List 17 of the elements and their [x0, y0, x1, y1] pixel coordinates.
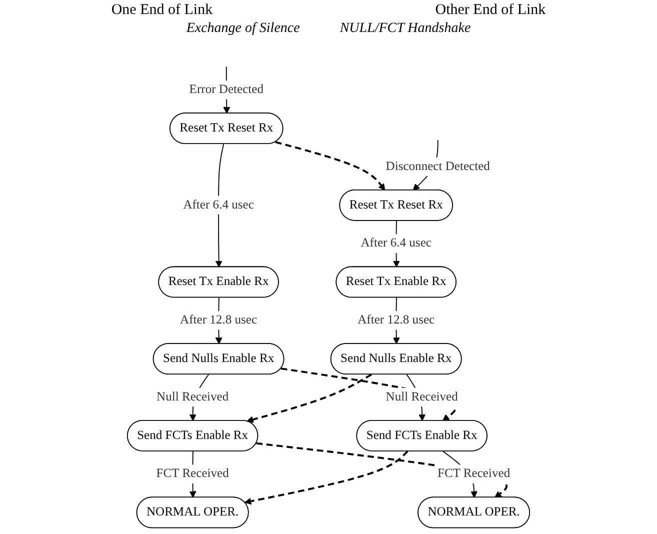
edge-label: FCT Received	[156, 466, 229, 480]
edge-label: After 12.8 usec	[180, 313, 258, 327]
arrow	[275, 141, 386, 191]
note: NULL/FCT Handshake	[340, 21, 471, 37]
note: Exchange of Silence	[186, 21, 300, 37]
edge-label: After 6.4 usec	[183, 198, 254, 212]
column-heading: Other End of Link	[435, 2, 546, 19]
edge-label: Disconnect Detected	[386, 160, 490, 174]
arrow	[244, 450, 408, 505]
edge-label: After 12.8 usec	[358, 313, 435, 327]
edge-label: Null Received	[156, 390, 229, 404]
arrow	[246, 374, 372, 423]
edge-label: After 6.4 usec	[360, 236, 432, 250]
column-heading: One End of Link	[111, 2, 213, 19]
edge-label: Error Detected	[189, 82, 264, 96]
edge-label: Null Received	[386, 390, 458, 404]
edge-label: FCT Received	[438, 466, 510, 480]
